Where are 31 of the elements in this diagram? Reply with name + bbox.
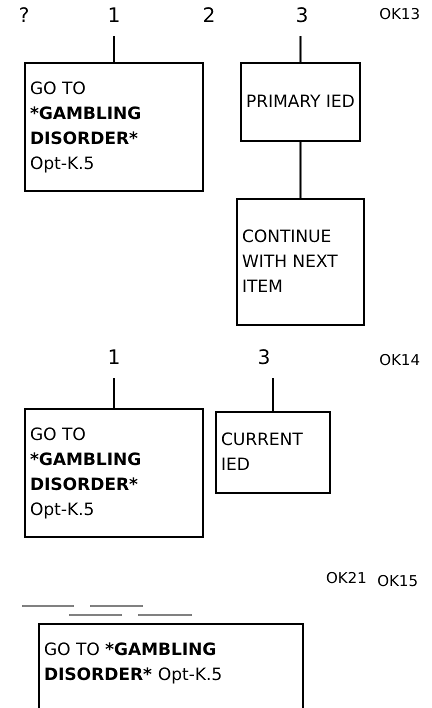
instruction-box bbox=[240, 62, 361, 142]
instruction-text: PRIMARY IED bbox=[246, 90, 355, 114]
connector-line bbox=[300, 142, 302, 198]
option-number: 1 bbox=[100, 344, 128, 370]
instruction-box bbox=[24, 62, 204, 192]
connector-line bbox=[300, 36, 302, 62]
instruction-box bbox=[215, 411, 331, 494]
option-number: 1 bbox=[100, 2, 128, 28]
instruction-box bbox=[24, 408, 204, 538]
connector-line bbox=[113, 378, 115, 408]
instruction-text: GO TO *GAMBLING DISORDER* Opt-K.5 bbox=[44, 639, 224, 687]
option-number: 3 bbox=[288, 2, 316, 28]
instruction-box bbox=[38, 623, 304, 708]
instruction-text: GO TO bbox=[30, 78, 87, 101]
instruction-text: CURRENT IED bbox=[221, 428, 304, 476]
instruction-box bbox=[236, 198, 365, 326]
item-code: OK15 bbox=[376, 571, 418, 591]
connector-line bbox=[272, 378, 274, 411]
instruction-text: CONTINUE WITH NEXT ITEM bbox=[242, 226, 339, 298]
option-number: ? bbox=[18, 2, 30, 28]
option-number: 2 bbox=[202, 2, 216, 28]
item-code: OK21 bbox=[326, 568, 366, 588]
item-code: OK13 bbox=[378, 4, 420, 24]
connector-line bbox=[113, 36, 115, 62]
instruction-text: Opt-K.5 bbox=[30, 499, 96, 522]
instruction-text: Opt-K.5 bbox=[30, 153, 96, 176]
instruction-text: *GAMBLING DISORDER* bbox=[30, 449, 142, 497]
option-number: 3 bbox=[250, 344, 278, 370]
instruction-text: GO TO bbox=[30, 424, 87, 447]
item-code: OK14 bbox=[378, 350, 420, 370]
instruction-text: *GAMBLING DISORDER* bbox=[30, 103, 142, 151]
